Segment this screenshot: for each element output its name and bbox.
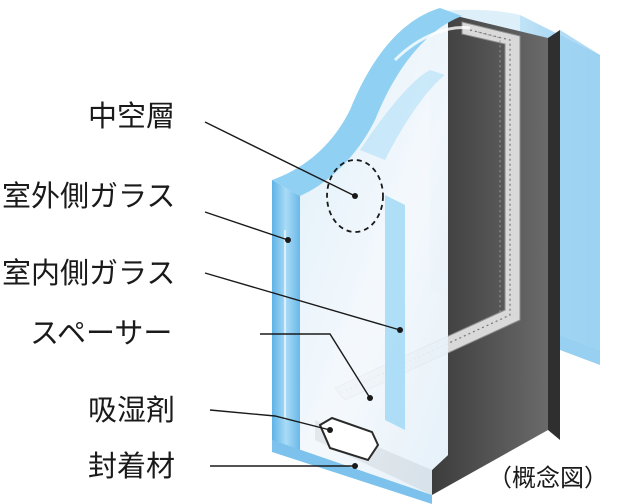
leader-hollow-layer [204,121,356,197]
desiccant-shape [318,416,380,462]
label-outdoor-glass: 室外側ガラス [2,179,176,213]
leader-lines [204,121,401,467]
leader-indoor-glass [204,272,401,331]
outdoor-glass-pane [272,8,471,504]
label-indoor-glass: 室内側ガラス [2,256,176,290]
leader-spacer-line [260,333,371,399]
label-desiccant: 吸湿剤 [88,393,176,427]
caption-conceptual-diagram: （概念図） [488,464,608,492]
leader-outdoor-glass [204,211,289,241]
leader-desiccant-line [209,409,331,431]
hollow-layer-marker [326,159,384,233]
label-spacer: スペーサー [30,316,173,350]
leader-dots [285,193,403,469]
label-sealant: 封着材 [88,449,176,483]
label-hollow-layer: 中空層 [88,99,176,133]
